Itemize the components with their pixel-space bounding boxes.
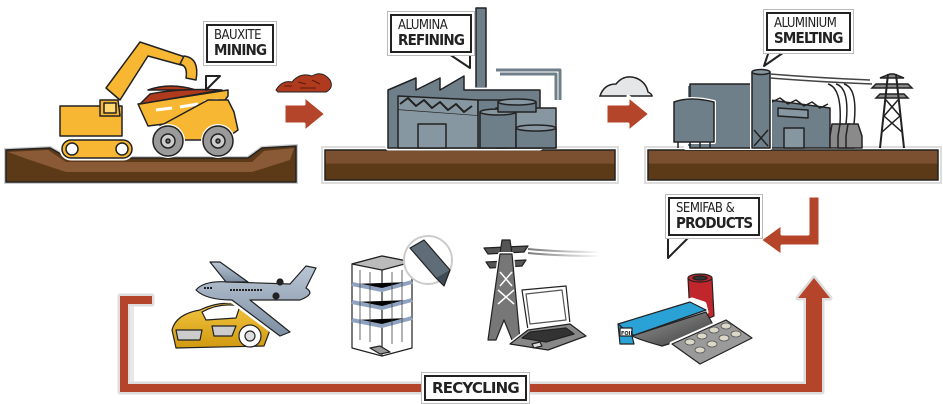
foil-label: FOIL bbox=[621, 331, 635, 337]
label-smelting-line2: Smelting bbox=[774, 29, 843, 47]
alumina-powder-icon bbox=[598, 76, 653, 97]
construction-products bbox=[349, 235, 453, 359]
smelter-plant-icon bbox=[672, 68, 873, 150]
label-bauxite-mining: Bauxite Mining bbox=[206, 24, 275, 63]
label-mining-line1: Bauxite bbox=[214, 28, 262, 43]
bubble-tails bbox=[205, 47, 791, 259]
bauxite-ore-icon bbox=[273, 71, 334, 94]
flow-arrow-smelting-to-semifab bbox=[758, 194, 822, 258]
label-semifab-products: Semifab & Products bbox=[668, 197, 761, 236]
label-smelting-line1: Aluminium bbox=[774, 16, 837, 31]
power-pylon-icon bbox=[482, 239, 601, 342]
smelting-ground bbox=[647, 149, 939, 181]
refining-ground bbox=[324, 149, 616, 181]
blister-pack-icon bbox=[669, 317, 755, 367]
excavator-icon bbox=[57, 39, 198, 161]
label-semifab-line1: Semifab & bbox=[676, 201, 735, 216]
laptop-icon bbox=[508, 283, 588, 352]
mining-ground bbox=[4, 143, 298, 184]
label-alumina-refining: Alumina Refining bbox=[390, 14, 473, 53]
label-mining-line2: Mining bbox=[214, 41, 267, 59]
electrical-products bbox=[482, 239, 601, 352]
refinery-factory-icon bbox=[385, 6, 562, 151]
window-profile-icon bbox=[403, 235, 453, 287]
refining-stage bbox=[321, 6, 619, 184]
flow-arrow-mining-to-refining bbox=[282, 94, 328, 134]
recycling-loop bbox=[117, 275, 833, 395]
label-refining-line1: Alumina bbox=[398, 18, 448, 33]
flow-arrow-refining-to-smelting bbox=[604, 94, 652, 134]
packaging-products: FOIL bbox=[613, 272, 755, 367]
smelting-stage bbox=[644, 68, 942, 184]
building-icon bbox=[349, 253, 415, 359]
dump-truck-icon bbox=[135, 85, 239, 158]
transport-products bbox=[169, 261, 319, 351]
airplane-icon bbox=[193, 261, 319, 339]
car-icon bbox=[169, 299, 273, 351]
label-aluminium-smelting: Aluminium Smelting bbox=[766, 12, 851, 51]
label-refining-line2: Refining bbox=[398, 31, 465, 49]
mining-stage bbox=[4, 39, 298, 184]
smelter-power-pylon-icon bbox=[870, 73, 914, 149]
label-semifab-line2: Products bbox=[676, 214, 753, 232]
label-recycling: Recycling bbox=[424, 375, 527, 401]
